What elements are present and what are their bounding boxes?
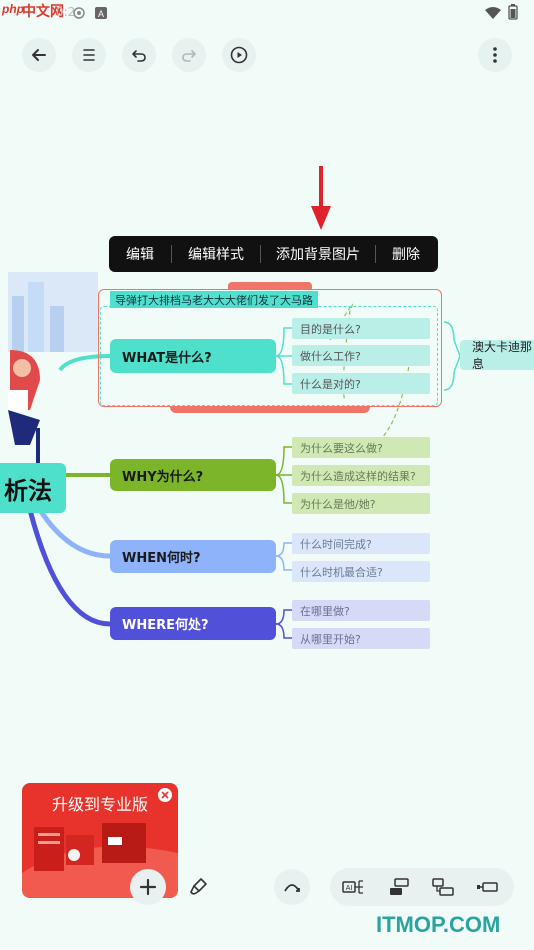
- menu-divider: [260, 245, 261, 263]
- branch-why[interactable]: WHY为什么?: [110, 459, 276, 491]
- back-button[interactable]: [22, 38, 56, 72]
- more-vert-icon: [493, 47, 497, 63]
- watermark-text: ITMOP.COM: [376, 912, 501, 937]
- battery-icon: [508, 4, 518, 20]
- parent-node-button[interactable]: [470, 870, 504, 904]
- central-illustration: [8, 272, 98, 352]
- leaf-what-3[interactable]: 什么是对的?: [292, 373, 430, 394]
- undo-button[interactable]: [122, 38, 156, 72]
- promo-close-button[interactable]: [158, 788, 172, 802]
- branch-when[interactable]: WHEN何时?: [110, 540, 276, 573]
- ai-node-button[interactable]: AI: [336, 870, 370, 904]
- central-topic[interactable]: 析法: [0, 463, 66, 513]
- back-icon: [32, 49, 46, 61]
- resize-handle-top[interactable]: [228, 282, 312, 289]
- node-context-menu: 编辑 编辑样式 添加背景图片 删除: [109, 236, 438, 272]
- upgrade-promo-banner[interactable]: 升级到专业版: [22, 783, 178, 898]
- close-icon: [161, 791, 169, 799]
- sibling-node-icon: [390, 878, 409, 895]
- more-button[interactable]: [478, 38, 512, 72]
- play-button[interactable]: [222, 38, 256, 72]
- child-node-icon: [432, 878, 454, 896]
- menu-divider: [375, 245, 376, 263]
- location-icon: [73, 7, 85, 19]
- parent-node-icon: [477, 882, 498, 892]
- leaf-when-2[interactable]: 什么时机最合适?: [292, 561, 430, 582]
- promo-illustration-icon: [22, 823, 178, 898]
- sibling-node-button[interactable]: [382, 870, 416, 904]
- connect-button[interactable]: [274, 869, 310, 905]
- illustration-person-icon: [8, 350, 40, 468]
- site-logo-php: php: [2, 2, 24, 16]
- play-icon: [230, 46, 248, 64]
- menu-item-delete[interactable]: 删除: [392, 247, 420, 263]
- wifi-icon: [485, 7, 501, 19]
- leaf-where-1[interactable]: 在哪里做?: [292, 600, 430, 621]
- menu-item-edit[interactable]: 编辑: [126, 247, 154, 263]
- add-node-button[interactable]: [130, 869, 166, 905]
- leaf-why-1[interactable]: 为什么要这么做?: [292, 437, 430, 458]
- ai-node-icon: AI: [342, 880, 363, 894]
- selection-frame[interactable]: [98, 289, 442, 407]
- brush-icon: [190, 878, 207, 895]
- svg-text:A: A: [98, 9, 104, 19]
- format-painter-button[interactable]: [180, 869, 216, 905]
- leaf-why-2[interactable]: 为什么造成这样的结果?: [292, 465, 430, 486]
- outline-button[interactable]: [72, 38, 106, 72]
- add-icon: [139, 878, 157, 896]
- redo-icon: [182, 50, 196, 62]
- undo-icon: [132, 50, 146, 62]
- branch-where[interactable]: WHERE何处?: [110, 607, 276, 640]
- child-node-button[interactable]: [426, 870, 460, 904]
- leaf-where-2[interactable]: 从哪里开始?: [292, 628, 430, 649]
- outline-icon: [83, 49, 95, 61]
- status-bar: php 中文网 0:2 A: [0, 0, 534, 26]
- leaf-what-1[interactable]: 目的是什么?: [292, 318, 430, 339]
- leaf-why-3[interactable]: 为什么是他/她?: [292, 493, 430, 514]
- promo-text: 升级到专业版: [51, 795, 148, 814]
- notification-a-icon: A: [95, 7, 107, 19]
- menu-item-edit-style[interactable]: 编辑样式: [188, 247, 244, 263]
- leaf-what-2[interactable]: 做什么工作?: [292, 345, 430, 366]
- resize-handle-bottom[interactable]: [170, 407, 370, 413]
- status-time: 0:2: [56, 5, 76, 19]
- leaf-when-1[interactable]: 什么时间完成?: [292, 533, 430, 554]
- site-logo-cn: 中文网: [22, 4, 64, 20]
- summary-node[interactable]: 澳大卡迪那息: [460, 340, 534, 371]
- redo-button[interactable]: [172, 38, 206, 72]
- boundary-title[interactable]: 导弹打大排档马老大大大佬们发了大马路: [110, 291, 318, 308]
- branch-what[interactable]: WHAT是什么?: [110, 339, 276, 373]
- menu-item-add-background-image[interactable]: 添加背景图片: [276, 247, 360, 263]
- svg-text:AI: AI: [346, 885, 353, 892]
- connect-curve-icon: [284, 884, 300, 892]
- annotation-arrow-icon: [311, 166, 331, 230]
- menu-divider: [171, 245, 172, 263]
